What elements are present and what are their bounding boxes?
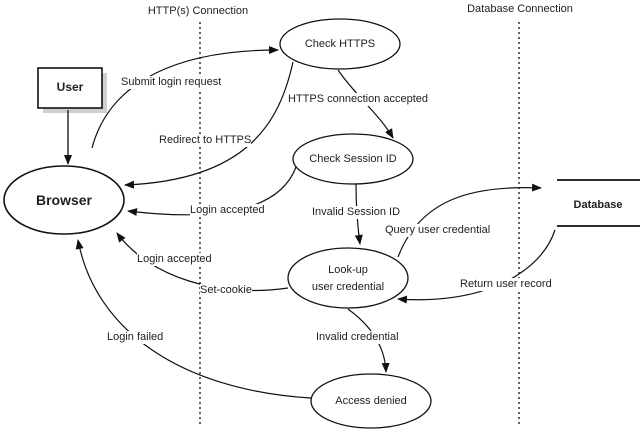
redirect-to-https-label: Redirect to HTTPS <box>159 134 252 147</box>
lookup-label-line1: Look-up <box>328 264 368 277</box>
edge-query-user-credential <box>397 183 542 258</box>
set-cookie-label: Set-cookie <box>200 284 252 297</box>
invalid-credential-label: Invalid credential <box>316 331 399 344</box>
check-https-label: Check HTTPS <box>304 38 376 51</box>
login-accepted-label-2: Login accepted <box>137 253 212 266</box>
lookup-label-line2: user credential <box>311 281 385 294</box>
database-store <box>557 179 640 227</box>
submit-login-request-label: Submit login request <box>121 76 222 89</box>
edge-submit-login-request <box>91 46 279 149</box>
invalid-session-id-label: Invalid Session ID <box>312 206 401 219</box>
user-box <box>37 67 107 113</box>
return-user-record-label: Return user record <box>460 278 552 291</box>
login-accepted-label-1: Login accepted <box>190 204 265 217</box>
https-connection-header: HTTP(s) Connection <box>147 5 249 18</box>
edge-login-failed <box>75 239 312 399</box>
browser-label: Browser <box>35 192 93 208</box>
access-denied-label: Access denied <box>335 395 407 408</box>
login-failed-label: Login failed <box>107 331 164 344</box>
check-session-id-label: Check Session ID <box>309 153 397 166</box>
database-connection-header: Database Connection <box>467 3 573 16</box>
database-label: Database <box>573 199 623 212</box>
edge-set-cookie-login-accepted <box>116 232 289 292</box>
query-user-credential-label: Query user credential <box>385 224 491 237</box>
https-connection-accepted-label: HTTPS connection accepted <box>288 93 429 106</box>
user-label: User <box>56 80 84 94</box>
lookup-credential-node <box>287 247 409 309</box>
